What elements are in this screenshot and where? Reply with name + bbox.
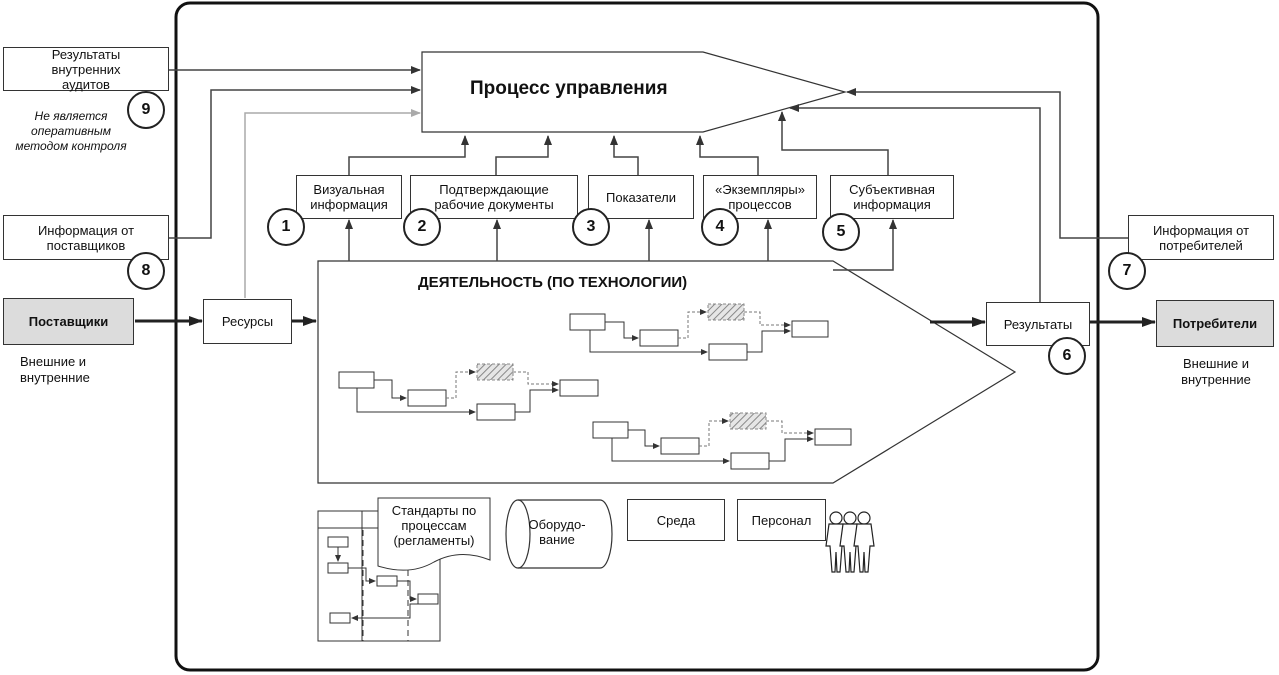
standards-document-icon xyxy=(317,497,491,642)
personnel-box: Персонал xyxy=(737,499,826,541)
indicators-box: Показатели xyxy=(588,175,694,219)
indicators-label: Показатели xyxy=(606,189,676,205)
marker-5: 5 xyxy=(822,213,860,251)
standards-label: Стандарты по процессам (регламенты) xyxy=(391,503,477,548)
results-feedback-arrow xyxy=(789,104,1041,302)
audit-results-box: Результаты внутренних аудитов xyxy=(3,46,169,92)
marker-3: 3 xyxy=(572,208,610,246)
resource-arrow xyxy=(244,109,421,298)
mini-flow-a xyxy=(338,363,599,421)
resources-label: Ресурсы xyxy=(221,314,274,329)
subjective-info-label: Субъективная информация xyxy=(849,182,935,212)
consumer-info-arrow xyxy=(846,88,1128,239)
consumer-info-box: Информация от потребителей xyxy=(1128,215,1274,260)
not-operative-note: Не является оперативным методом контроля xyxy=(15,109,127,153)
results-label: Результаты xyxy=(1003,316,1073,332)
marker-1: 1 xyxy=(267,208,305,246)
mini-flow-b xyxy=(569,303,829,361)
control-process-title: Процесс управления xyxy=(470,78,668,99)
marker-4: 4 xyxy=(701,208,739,246)
resources-box: Ресурсы xyxy=(203,299,292,344)
personnel-label: Персонал xyxy=(751,512,812,528)
consumer-info-label: Информация от потребителей xyxy=(1152,222,1250,253)
supplier-info-label: Информация от поставщиков xyxy=(37,222,135,253)
equipment-label: Оборудо-вание xyxy=(528,517,586,547)
activity-title: ДЕЯТЕЛЬНОСТЬ (ПО ТЕХНОЛОГИИ) xyxy=(418,274,688,291)
marker-6: 6 xyxy=(1048,337,1086,375)
marker-7: 7 xyxy=(1108,252,1146,290)
system-frame xyxy=(174,1,1100,672)
mini-flow-c xyxy=(592,412,852,470)
consumers-note: Внешние и внутренние xyxy=(1181,356,1251,387)
audit-results-label: Результаты внутренних аудитов xyxy=(51,46,121,92)
visual-info-label: Визуальная информация xyxy=(310,182,388,212)
marker-2: 2 xyxy=(403,208,441,246)
supplier-info-arrow xyxy=(168,86,421,239)
people-icon xyxy=(825,511,875,573)
environment-label: Среда xyxy=(656,512,696,528)
suppliers-box: Поставщики xyxy=(3,298,134,345)
activity-shape xyxy=(317,260,1017,484)
subjective-info-box: Субъективная информация xyxy=(830,175,954,219)
suppliers-note: Внешние и внутренние xyxy=(20,354,90,385)
confirming-docs-box: Подтверждающие рабочие документы xyxy=(410,175,578,219)
control-process-shape xyxy=(421,51,848,133)
equipment-cylinder-shape xyxy=(505,499,613,569)
instances-label: «Экземпляры» процессов xyxy=(715,182,805,212)
marker-9: 9 xyxy=(127,91,165,129)
confirming-docs-label: Подтверждающие рабочие документы xyxy=(434,182,554,212)
consumers-label: Потребители xyxy=(1172,316,1258,331)
instances-box: «Экземпляры» процессов xyxy=(703,175,817,219)
suppliers-label: Поставщики xyxy=(28,314,109,329)
marker-8: 8 xyxy=(127,252,165,290)
visual-info-box: Визуальная информация xyxy=(296,175,402,219)
supplier-info-box: Информация от поставщиков xyxy=(3,215,169,260)
environment-box: Среда xyxy=(627,499,725,541)
consumers-box: Потребители xyxy=(1156,300,1274,347)
